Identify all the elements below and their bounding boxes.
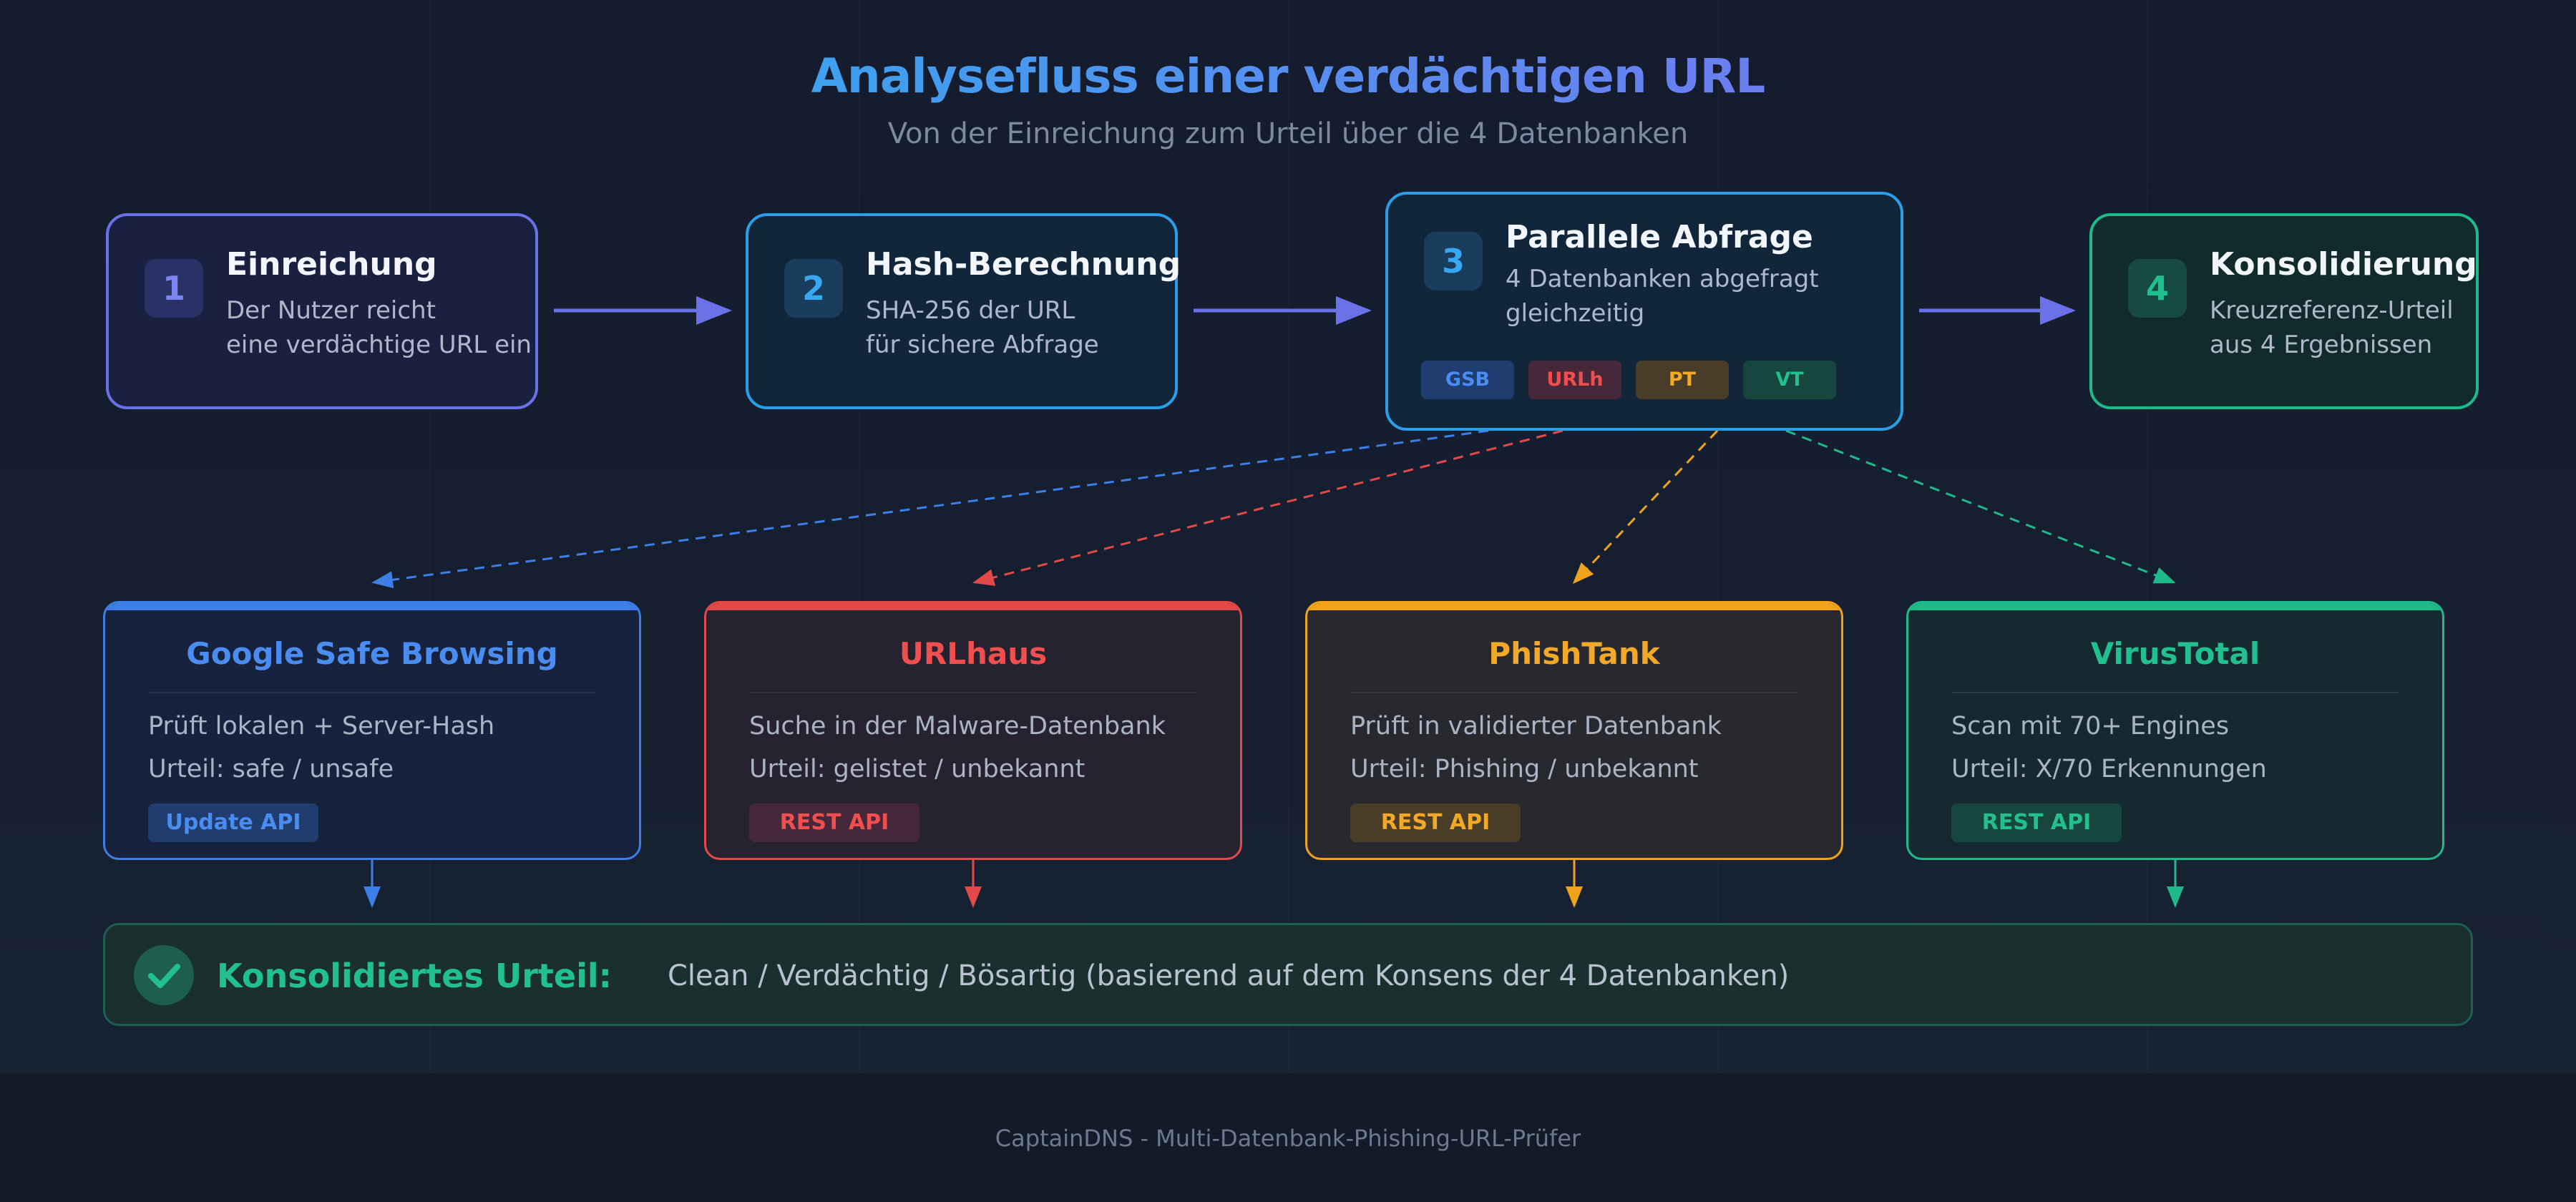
diagram-subtitle: Von der Einreichung zum Urteil über die … [887,117,1689,150]
card-accent-bar [1307,603,1841,610]
step-number-badge: 4 [2128,259,2187,318]
consolidated-verdict-panel: Konsolidiertes Urteil: Clean / Verdächti… [103,923,2473,1026]
footer-credit: CaptainDNS - Multi-Datenbank-Phishing-UR… [995,1125,1581,1152]
database-card-urlhaus: URLhaus Suche in der Malware-Datenbank U… [704,601,1242,860]
arrow-to-phishtank [1572,429,1719,585]
database-detail-line: Urteil: X/70 Erkennungen [1951,755,2267,783]
step-title: Einreichung [226,246,437,283]
step-hash-calculation: 2 Hash-Berechnung SHA-256 der URL für si… [746,213,1181,409]
database-name: URLhaus [899,636,1048,671]
tag-virustotal: VT [1743,361,1836,399]
step-description-line: eine verdächtige URL ein [226,331,532,359]
arrow-to-virustotal [1785,429,2176,584]
api-badge: REST API [1951,803,2122,842]
database-detail-line: Urteil: Phishing / unbekannt [1350,755,1699,783]
step-title: Parallele Abfrage [1506,219,1813,255]
verdict-label: Konsolidiertes Urteil: [217,957,613,995]
arrow-to-gsb [371,429,1489,589]
step-description-line: gleichzeitig [1506,299,1645,328]
card-divider [148,692,596,693]
step-description-line: SHA-256 der URL [866,296,1075,325]
step-submission: 1 Einreichung Der Nutzer reicht eine ver… [106,213,538,409]
database-name: VirusTotal [2090,636,2260,671]
database-detail-line: Urteil: gelistet / unbekannt [749,755,1085,783]
step-number-badge: 3 [1424,232,1483,290]
database-detail-line: Prüft lokalen + Server-Hash [148,712,495,741]
database-name: PhishTank [1488,636,1660,671]
step-description-line: Der Nutzer reicht [226,296,436,325]
card-accent-bar [1908,603,2442,610]
database-card-google-safe-browsing: Google Safe Browsing Prüft lokalen + Ser… [103,601,641,860]
database-card-phishtank: PhishTank Prüft in validierter Datenbank… [1305,601,1843,860]
database-detail-line: Prüft in validierter Datenbank [1350,712,1722,741]
database-detail-line: Scan mit 70+ Engines [1951,712,2230,741]
card-divider [1951,692,2399,693]
step-description-line: Kreuzreferenz-Urteil [2210,296,2454,325]
step-title: Hash-Berechnung [866,246,1181,283]
tag-gsb: GSB [1421,361,1514,399]
card-divider [749,692,1197,693]
api-badge: REST API [749,803,919,842]
footer [0,1073,2576,1202]
database-detail-line: Suche in der Malware-Datenbank [749,712,1166,741]
database-card-virustotal: VirusTotal Scan mit 70+ Engines Urteil: … [1906,601,2444,860]
tag-urlhaus: URLh [1528,361,1621,399]
step-consolidation: 4 Konsolidierung Kreuzreferenz-Urteil au… [2089,213,2479,409]
check-icon [134,945,194,1005]
step-title: Konsolidierung [2210,246,2477,283]
api-badge: REST API [1350,803,1521,842]
arrow-to-urlhaus [972,429,1563,586]
flow-arrows [364,296,2184,908]
step-description-line: 4 Datenbanken abgefragt [1506,265,1819,293]
step-description-line: für sichere Abfrage [866,331,1099,359]
card-accent-bar [105,603,639,610]
diagram-canvas [0,0,2576,1073]
card-accent-bar [706,603,1240,610]
verdict-text: Clean / Verdächtig / Bösartig (basierend… [668,959,1790,992]
step-number-badge: 1 [145,259,203,318]
diagram-title: Analysefluss einer verdächtigen URL [811,49,1766,104]
step-description-line: aus 4 Ergebnissen [2210,331,2433,359]
card-divider [1350,692,1798,693]
step-number-badge: 2 [784,259,843,318]
database-name: Google Safe Browsing [186,636,558,671]
api-badge: Update API [148,803,318,842]
database-detail-line: Urteil: safe / unsafe [148,755,394,783]
tag-phishtank: PT [1636,361,1729,399]
step-parallel-query: 3 Parallele Abfrage 4 Datenbanken abgefr… [1385,192,1903,431]
